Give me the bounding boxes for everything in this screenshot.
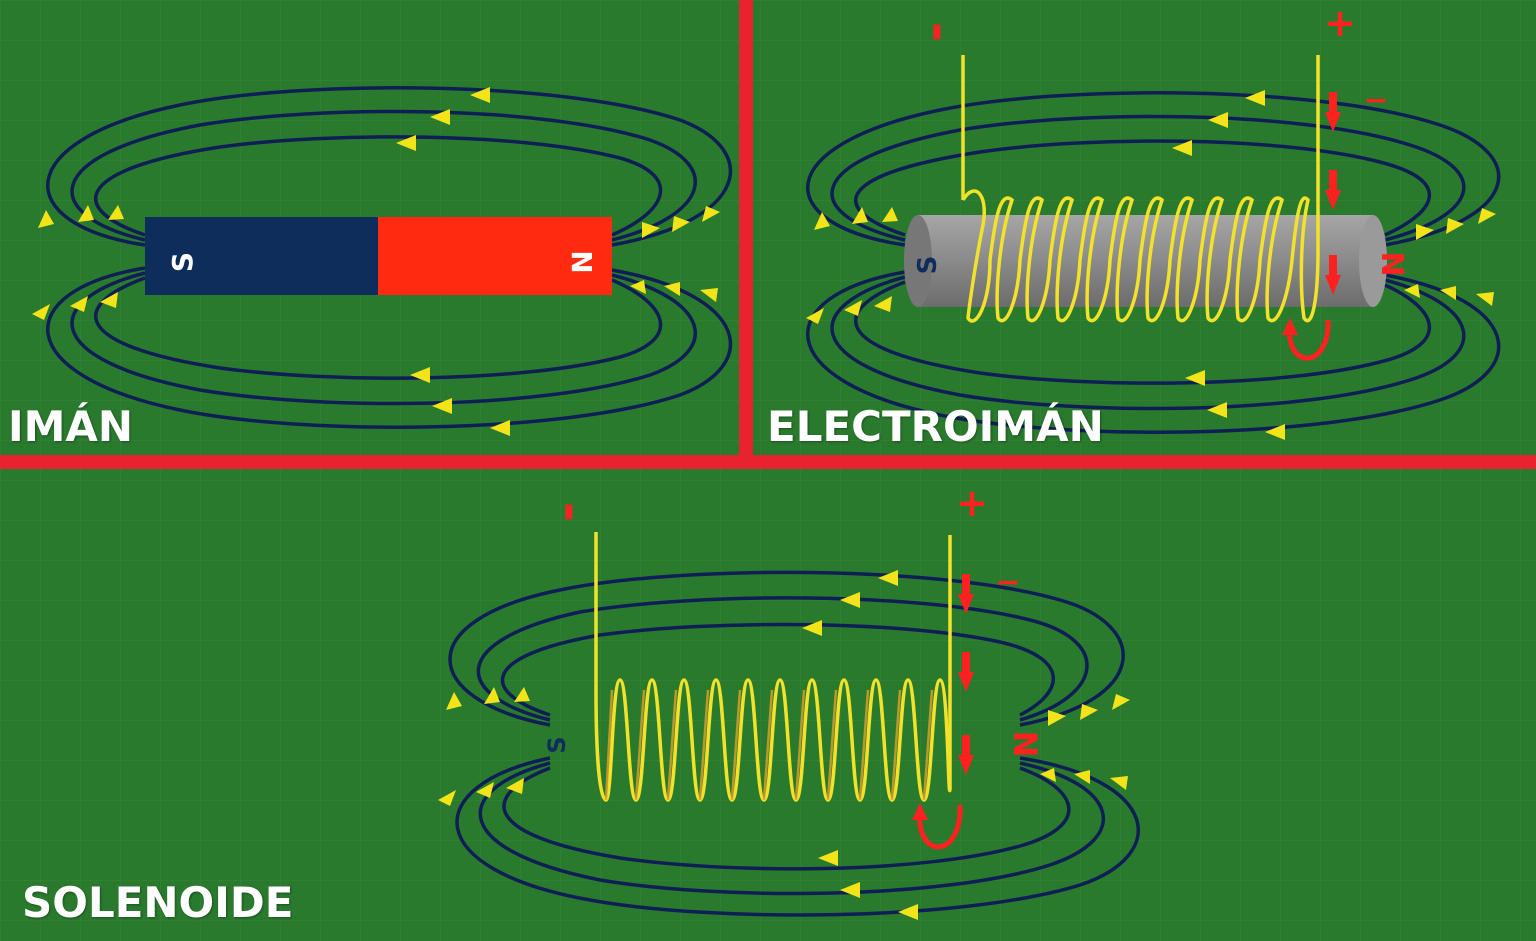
divider-vertical	[739, 0, 753, 462]
pole-label-n-electroiman: N	[1374, 251, 1409, 276]
magnet-north-half	[378, 217, 612, 295]
field-lines-iman	[46, 86, 733, 429]
terminal-positive-solenoide: +	[956, 481, 988, 525]
field-lines-solenoide	[448, 570, 1140, 917]
panel-title-electroiman: ELECTROIMÁN	[767, 402, 1104, 451]
pole-label-s-iman: S	[166, 252, 199, 272]
current-arrows-solenoide	[958, 574, 974, 775]
current-loop-arrowhead-solenoide	[912, 803, 928, 820]
iron-core-left-end	[904, 215, 932, 307]
panel-electroiman: S N - + −	[806, 1, 1501, 440]
terminal-negative-electroiman: -	[911, 22, 967, 42]
coil-solenoide	[594, 532, 952, 802]
terminal-negative-solenoide: -	[543, 502, 599, 522]
current-arrows-electroiman	[1325, 92, 1341, 295]
pole-label-n-solenoide: N	[1006, 731, 1044, 758]
field-arrows-solenoide	[438, 570, 1130, 920]
field-arrows-electroiman	[806, 90, 1496, 440]
panel-title-iman: IMÁN	[8, 402, 134, 451]
current-sign-solenoide: −	[995, 565, 1020, 600]
current-loop-arrow-solenoide	[917, 804, 963, 850]
coil-electroiman	[961, 55, 1320, 323]
pole-label-s-electroiman: S	[913, 256, 943, 275]
current-loop-arrow-electroiman	[1287, 319, 1331, 361]
divider-horizontal	[0, 455, 1536, 469]
panel-iman: S N	[32, 86, 733, 436]
magnet-south-half	[145, 217, 378, 295]
pole-label-s-solenoide: S	[543, 736, 571, 753]
panel-solenoide: S N - + −	[438, 481, 1140, 920]
field-lines-electroiman	[806, 91, 1501, 434]
field-arrows-iman	[32, 87, 720, 436]
iron-core-right-end	[1359, 215, 1387, 307]
pole-label-n-iman: N	[565, 250, 598, 273]
coil-solenoide-back	[604, 689, 934, 801]
panel-title-solenoide: SOLENOIDE	[22, 878, 294, 927]
current-loop-arrowhead-electroiman	[1282, 318, 1298, 335]
current-sign-electroiman: −	[1363, 83, 1388, 118]
terminal-positive-electroiman: +	[1324, 1, 1356, 45]
